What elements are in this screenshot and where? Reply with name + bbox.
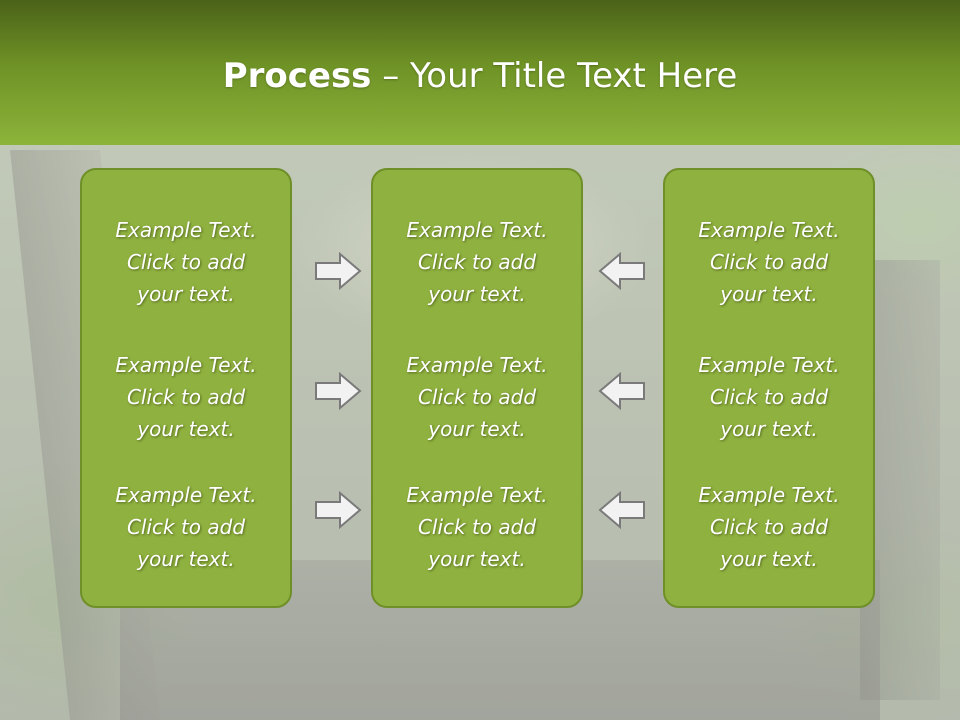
- card-3-text-2[interactable]: Example Text. Click to add your text.: [698, 353, 840, 441]
- arrow-left-icon: [598, 252, 646, 290]
- title-banner: Process – Your Title Text Here: [0, 0, 960, 145]
- card-2-text-1[interactable]: Example Text. Click to add your text.: [406, 218, 548, 306]
- arrow-right-icon: [314, 372, 362, 410]
- card-1-text-2[interactable]: Example Text. Click to add your text.: [115, 353, 257, 441]
- process-card-1[interactable]: Example Text. Click to add your text. Ex…: [80, 168, 292, 608]
- card-2-text-3[interactable]: Example Text. Click to add your text.: [406, 483, 548, 571]
- card-1-text-3[interactable]: Example Text. Click to add your text.: [115, 483, 257, 571]
- card-2-text-2[interactable]: Example Text. Click to add your text.: [406, 353, 548, 441]
- slide-title[interactable]: Process – Your Title Text Here: [0, 54, 960, 98]
- process-card-2[interactable]: Example Text. Click to add your text. Ex…: [371, 168, 583, 608]
- card-3-text-3[interactable]: Example Text. Click to add your text.: [698, 483, 840, 571]
- arrow-left-icon: [598, 372, 646, 410]
- card-3-text-1[interactable]: Example Text. Click to add your text.: [698, 218, 840, 306]
- title-bold-text: Process: [222, 56, 372, 96]
- arrow-right-icon: [314, 491, 362, 529]
- card-1-text-1[interactable]: Example Text. Click to add your text.: [115, 218, 257, 306]
- arrow-left-icon: [598, 491, 646, 529]
- title-rest-text: – Your Title Text Here: [371, 56, 738, 96]
- arrow-right-icon: [314, 252, 362, 290]
- process-card-3[interactable]: Example Text. Click to add your text. Ex…: [663, 168, 875, 608]
